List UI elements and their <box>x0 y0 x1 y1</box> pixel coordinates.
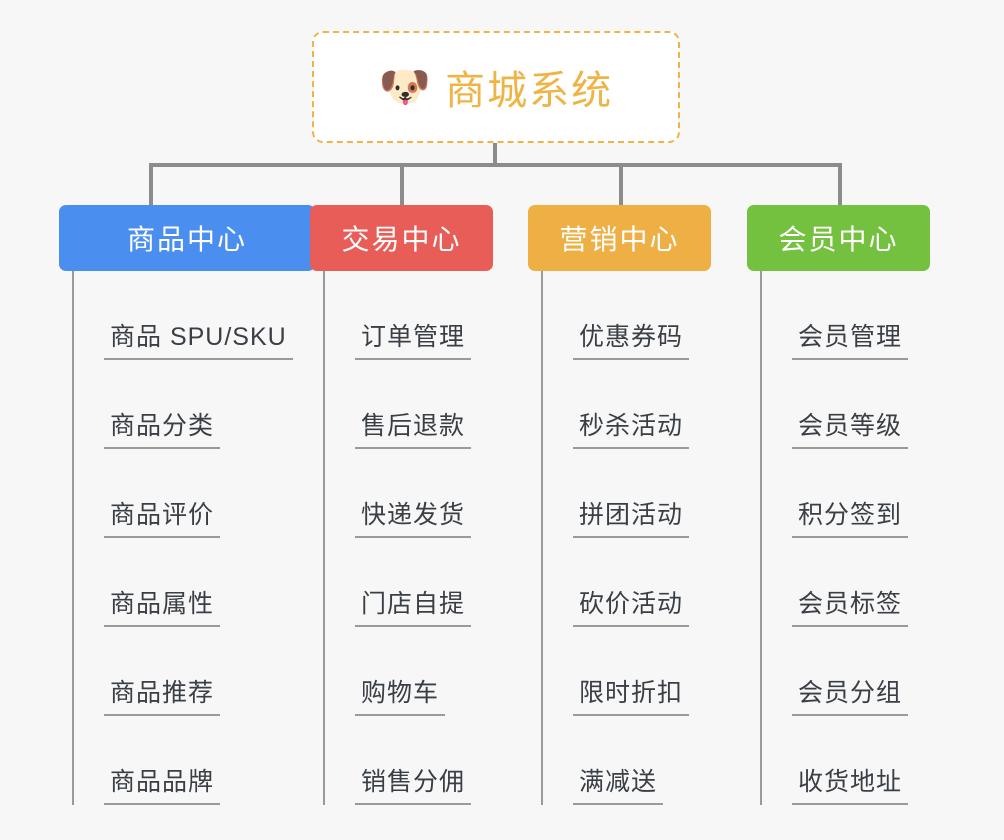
list-item-label: 会员管理 <box>798 323 903 351</box>
list-item[interactable]: 会员等级 <box>762 360 930 449</box>
branch-items-member-center: 会员管理 会员等级 积分签到 会员标签 会员分组 收货地址 <box>760 271 930 805</box>
list-item[interactable]: 门店自提 <box>325 538 493 627</box>
branch-items-trade-center: 订单管理 售后退款 快递发货 门店自提 购物车 销售分佣 <box>323 271 493 805</box>
list-item[interactable]: 商品 SPU/SKU <box>74 271 315 360</box>
list-item[interactable]: 订单管理 <box>325 271 493 360</box>
list-item[interactable]: 拼团活动 <box>543 449 711 538</box>
branch-header-trade-center[interactable]: 交易中心 <box>310 205 493 271</box>
list-item-label: 会员分组 <box>798 679 903 707</box>
list-item[interactable]: 积分签到 <box>762 449 930 538</box>
list-item-label: 收货地址 <box>798 768 903 796</box>
root-title: 商城系统 <box>445 69 614 113</box>
list-item[interactable]: 商品分类 <box>74 360 315 449</box>
branch-marketing-center: 营销中心 优惠券码 秒杀活动 拼团活动 砍价活动 限时折扣 满减送 <box>528 205 711 805</box>
connector-drop-3 <box>619 163 623 205</box>
list-item-label: 秒杀活动 <box>579 412 684 440</box>
list-item[interactable]: 销售分佣 <box>325 716 493 805</box>
list-item-label: 限时折扣 <box>579 679 684 707</box>
root-node[interactable]: 🐶 商城系统 <box>312 31 680 143</box>
list-item-label: 商品品牌 <box>110 768 215 796</box>
branch-header-marketing-center[interactable]: 营销中心 <box>528 205 711 271</box>
connector-root-stem <box>493 143 497 165</box>
branch-product-center: 商品中心 商品 SPU/SKU 商品分类 商品评价 商品属性 商品推荐 商品品牌 <box>59 205 315 805</box>
branch-header-label: 会员中心 <box>778 224 899 255</box>
list-item-label: 砍价活动 <box>579 590 684 618</box>
branch-header-label: 商品中心 <box>126 224 247 255</box>
list-item[interactable]: 优惠券码 <box>543 271 711 360</box>
list-item[interactable]: 限时折扣 <box>543 627 711 716</box>
list-item-label: 商品属性 <box>110 590 215 618</box>
branch-items-product-center: 商品 SPU/SKU 商品分类 商品评价 商品属性 商品推荐 商品品牌 <box>72 271 315 805</box>
connector-drop-1 <box>149 163 153 205</box>
list-item[interactable]: 会员管理 <box>762 271 930 360</box>
branch-header-label: 交易中心 <box>341 224 462 255</box>
list-item[interactable]: 会员分组 <box>762 627 930 716</box>
list-item[interactable]: 售后退款 <box>325 360 493 449</box>
list-item[interactable]: 商品推荐 <box>74 627 315 716</box>
branch-items-marketing-center: 优惠券码 秒杀活动 拼团活动 砍价活动 限时折扣 满减送 <box>541 271 711 805</box>
list-item[interactable]: 砍价活动 <box>543 538 711 627</box>
list-item-label: 会员标签 <box>798 590 903 618</box>
list-item-label: 会员等级 <box>798 412 903 440</box>
branch-header-member-center[interactable]: 会员中心 <box>747 205 930 271</box>
list-item-label: 积分签到 <box>798 501 903 529</box>
list-item-label: 商品 SPU/SKU <box>110 323 287 351</box>
connector-drop-2 <box>400 163 404 205</box>
list-item[interactable]: 快递发货 <box>325 449 493 538</box>
list-item[interactable]: 商品属性 <box>74 538 315 627</box>
list-item-label: 购物车 <box>361 679 440 707</box>
list-item-label: 满减送 <box>579 768 658 796</box>
list-item[interactable]: 满减送 <box>543 716 711 805</box>
list-item-label: 快递发货 <box>361 501 466 529</box>
list-item[interactable]: 商品评价 <box>74 449 315 538</box>
list-item-label: 优惠券码 <box>579 323 684 351</box>
dog-face-icon: 🐶 <box>378 63 432 110</box>
list-item[interactable]: 购物车 <box>325 627 493 716</box>
list-item-label: 销售分佣 <box>361 768 466 796</box>
list-item-label: 拼团活动 <box>579 501 684 529</box>
connector-horizontal-bus <box>149 163 842 167</box>
list-item[interactable]: 商品品牌 <box>74 716 315 805</box>
branch-header-product-center[interactable]: 商品中心 <box>59 205 315 271</box>
list-item-label: 商品评价 <box>110 501 215 529</box>
list-item[interactable]: 收货地址 <box>762 716 930 805</box>
connector-drop-4 <box>838 163 842 205</box>
list-item-label: 商品分类 <box>110 412 215 440</box>
list-item-label: 商品推荐 <box>110 679 215 707</box>
list-item-label: 售后退款 <box>361 412 466 440</box>
branch-member-center: 会员中心 会员管理 会员等级 积分签到 会员标签 会员分组 收货地址 <box>747 205 930 805</box>
list-item[interactable]: 秒杀活动 <box>543 360 711 449</box>
branch-trade-center: 交易中心 订单管理 售后退款 快递发货 门店自提 购物车 销售分佣 <box>310 205 493 805</box>
list-item-label: 门店自提 <box>361 590 466 618</box>
list-item-label: 订单管理 <box>361 323 466 351</box>
list-item[interactable]: 会员标签 <box>762 538 930 627</box>
branch-header-label: 营销中心 <box>559 224 680 255</box>
